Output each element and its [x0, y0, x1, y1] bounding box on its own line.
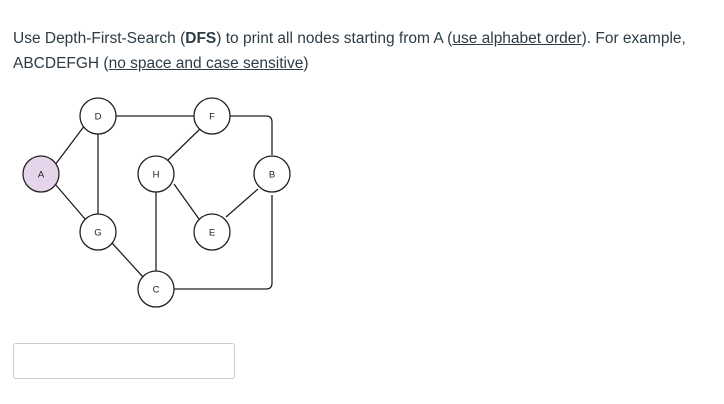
question-part: ) to print all nodes starting from A ( [216, 30, 453, 47]
node-label: A [38, 170, 45, 181]
node-H: H [137, 155, 175, 193]
node-label: G [94, 228, 101, 239]
edge-A-D [54, 124, 86, 166]
edge-C-B [174, 195, 273, 290]
node-circle [193, 213, 231, 251]
graph-nodes: A D G H C F E B [22, 97, 291, 308]
edge-H-E [173, 183, 200, 220]
node-circle [79, 97, 117, 135]
node-label: F [209, 112, 215, 123]
node-B: B [253, 155, 291, 193]
node-circle [137, 155, 175, 193]
edge-G-C [111, 242, 144, 278]
edge-F-B [230, 115, 273, 155]
graph-edges [54, 115, 273, 290]
node-label: H [153, 170, 160, 181]
question-part: ) [303, 55, 309, 72]
answer-input[interactable] [13, 343, 235, 379]
node-circle [22, 155, 60, 193]
node-label: E [209, 228, 215, 239]
question-underline-alphabet: use alphabet order [452, 30, 582, 47]
edge-F-H [167, 128, 201, 161]
node-D: D [79, 97, 117, 135]
node-circle [79, 213, 117, 251]
node-C: C [137, 270, 175, 308]
node-F: F [193, 97, 231, 135]
question-bold-dfs: DFS [185, 30, 217, 47]
node-G: G [79, 213, 117, 251]
node-label: B [269, 170, 275, 181]
node-E: E [193, 213, 231, 251]
node-circle [253, 155, 291, 193]
node-label: C [153, 285, 160, 296]
graph-diagram: A D G H C F E B [22, 97, 291, 308]
edge-A-G [54, 183, 86, 220]
node-circle [137, 270, 175, 308]
node-A: A [22, 155, 60, 193]
edge-E-B [225, 188, 259, 218]
question-text: Use Depth-First-Search (DFS) to print al… [13, 26, 713, 76]
node-circle [193, 97, 231, 135]
node-label: D [95, 112, 102, 123]
question-underline-case: no space and case sensitive [108, 55, 304, 72]
question-part: Use Depth-First-Search ( [13, 30, 186, 47]
question-part: ). For example, ABCDEFGH ( [13, 30, 686, 72]
